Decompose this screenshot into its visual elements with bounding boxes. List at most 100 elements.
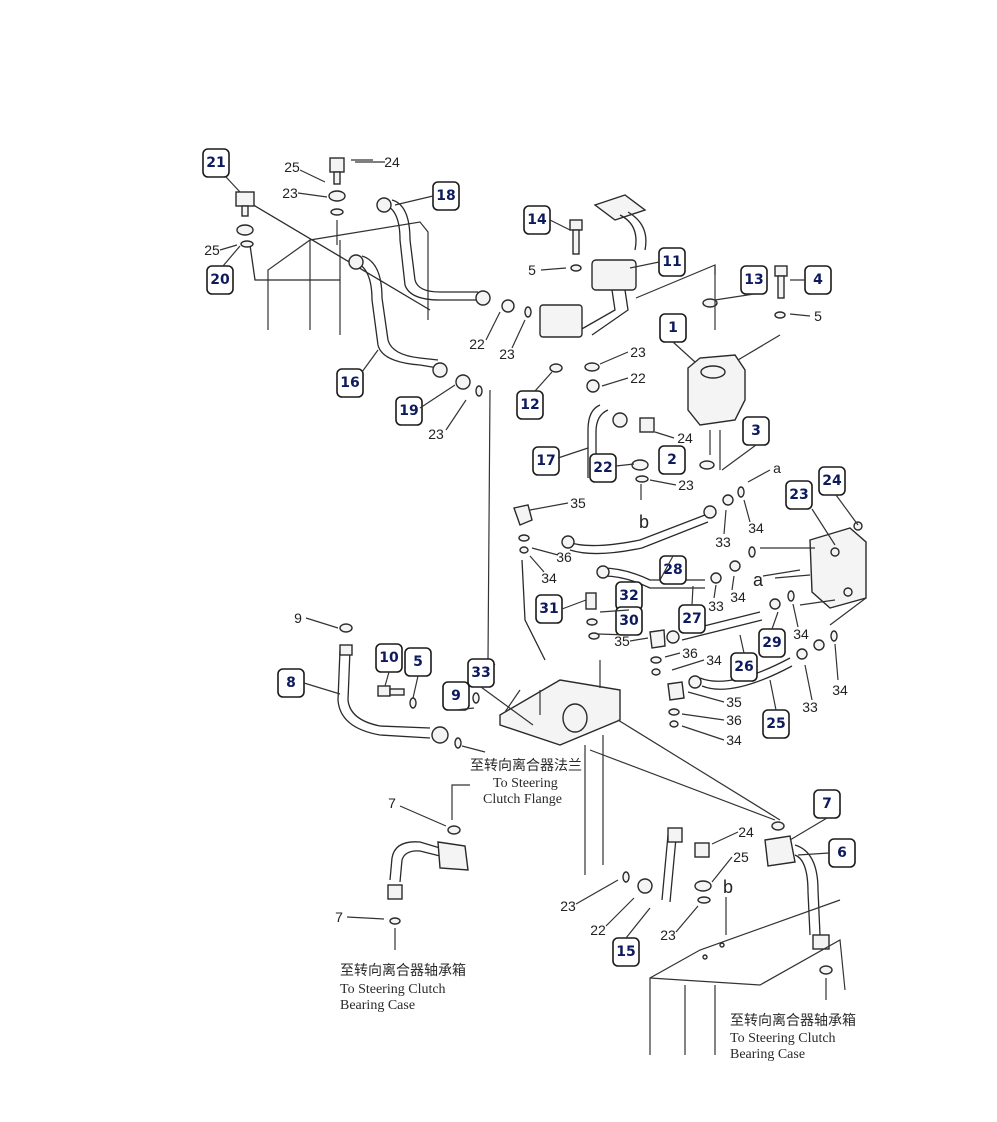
plain-label: 33: [802, 699, 818, 715]
callout-2: 2: [658, 445, 686, 475]
plain-label: 9: [294, 610, 302, 626]
svg-text:13: 13: [744, 272, 763, 288]
svg-text:28: 28: [663, 562, 682, 578]
callout-18: 18: [432, 181, 460, 211]
plain-label: 22: [590, 922, 606, 938]
svg-text:16: 16: [340, 375, 359, 391]
note-bearing-left-en-2: Bearing Case: [340, 998, 415, 1013]
plain-label: 24: [384, 154, 400, 170]
svg-text:27: 27: [682, 611, 701, 627]
plain-label: 23: [660, 927, 676, 943]
callout-4: 4: [804, 265, 832, 295]
plain-label: 24: [677, 430, 693, 446]
note-bearing-left: 至转向离合器轴承箱 To Steering Clutch Bearing Cas…: [340, 962, 466, 1013]
svg-text:31: 31: [539, 601, 558, 617]
callout-27: 27: [678, 604, 706, 634]
svg-text:24: 24: [822, 473, 842, 489]
callout-leaders: [222, 176, 859, 939]
callout-23: 23: [785, 480, 813, 510]
callout-26: 26: [730, 652, 758, 682]
plain-label: 22: [630, 370, 646, 386]
svg-text:18: 18: [436, 188, 455, 204]
note-bearing-right-en-2: Bearing Case: [730, 1047, 805, 1062]
arrow-label-b: b: [639, 512, 649, 532]
line-art: [235, 157, 867, 1055]
plain-label: 25: [204, 242, 220, 258]
callout-14: 14: [523, 205, 551, 235]
callout-32: 32: [615, 581, 643, 611]
svg-text:4: 4: [813, 272, 823, 288]
callout-33: 33: [467, 658, 495, 688]
plain-label: 33: [708, 598, 724, 614]
svg-text:10: 10: [379, 650, 399, 666]
plain-label: 24: [738, 824, 754, 840]
note-bearing-right-cn: 至转向离合器轴承箱: [730, 1012, 856, 1029]
svg-text:5: 5: [413, 654, 423, 670]
plain-labels: 25 24 23 25 22 23 5 5 23 22 23 24 23 35 …: [204, 154, 848, 943]
callout-15: 15: [612, 937, 640, 967]
note-bearing-left-cn: 至转向离合器轴承箱: [340, 962, 466, 979]
plain-label: 35: [614, 633, 630, 649]
callout-16: 16: [336, 368, 364, 398]
callout-11: 11: [658, 247, 686, 277]
plain-label: 23: [499, 346, 515, 362]
plain-label: 25: [284, 159, 300, 175]
svg-text:21: 21: [206, 155, 225, 171]
arrow-label-b: b: [723, 877, 733, 897]
leader-lines: [219, 161, 839, 1000]
svg-text:14: 14: [527, 212, 547, 228]
svg-text:32: 32: [619, 588, 638, 604]
callout-13: 13: [740, 265, 768, 295]
arrow-label-a: a: [753, 570, 764, 590]
callout-22: 22: [589, 453, 617, 483]
plain-label: 22: [469, 336, 485, 352]
svg-text:11: 11: [662, 254, 681, 270]
svg-text:9: 9: [451, 688, 461, 704]
plain-label: 36: [682, 645, 698, 661]
callout-8: 8: [277, 668, 305, 698]
svg-text:22: 22: [593, 460, 612, 476]
plain-label: 34: [726, 732, 742, 748]
callout-21: 21: [202, 148, 230, 178]
svg-text:20: 20: [210, 272, 230, 288]
svg-text:17: 17: [536, 453, 555, 469]
svg-text:6: 6: [837, 845, 847, 861]
callout-10: 10: [375, 643, 403, 673]
plain-label: 23: [630, 344, 646, 360]
plain-label: 23: [282, 185, 298, 201]
plain-label: 23: [678, 477, 694, 493]
callout-12: 12: [516, 390, 544, 420]
svg-text:3: 3: [751, 423, 761, 439]
plain-label: 35: [726, 694, 742, 710]
callout-24: 24: [818, 466, 846, 496]
svg-text:7: 7: [822, 796, 832, 812]
plain-label: 34: [748, 520, 764, 536]
note-flange: 至转向离合器法兰 To Steering Clutch Flange: [470, 757, 582, 807]
plain-label: 36: [726, 712, 742, 728]
note-flange-en-2: Clutch Flange: [483, 792, 562, 807]
callout-9: 9: [442, 681, 470, 711]
callout-25: 25: [762, 709, 790, 739]
svg-text:19: 19: [399, 403, 418, 419]
callout-1: 1: [659, 313, 687, 343]
plain-label: 36: [556, 549, 572, 565]
svg-text:33: 33: [471, 665, 490, 681]
note-bearing-right: 至转向离合器轴承箱 To Steering Clutch Bearing Cas…: [730, 1012, 856, 1062]
svg-text:8: 8: [286, 675, 296, 691]
callout-6: 6: [828, 838, 856, 868]
plain-label: 7: [335, 909, 343, 925]
plain-label: 5: [528, 262, 536, 278]
callout-31: 31: [535, 594, 563, 624]
callouts: 21 20 18 16 19 14 11 13 4 1 12 3 17 22 2…: [202, 148, 856, 967]
callout-19: 19: [395, 396, 423, 426]
plain-label: 34: [541, 570, 557, 586]
plain-label: 34: [706, 652, 722, 668]
plain-label: 33: [715, 534, 731, 550]
svg-text:15: 15: [616, 944, 635, 960]
svg-text:26: 26: [734, 659, 753, 675]
svg-text:30: 30: [619, 613, 639, 629]
callout-7: 7: [813, 789, 841, 819]
plain-label: 23: [428, 426, 444, 442]
plain-label: 25: [733, 849, 749, 865]
